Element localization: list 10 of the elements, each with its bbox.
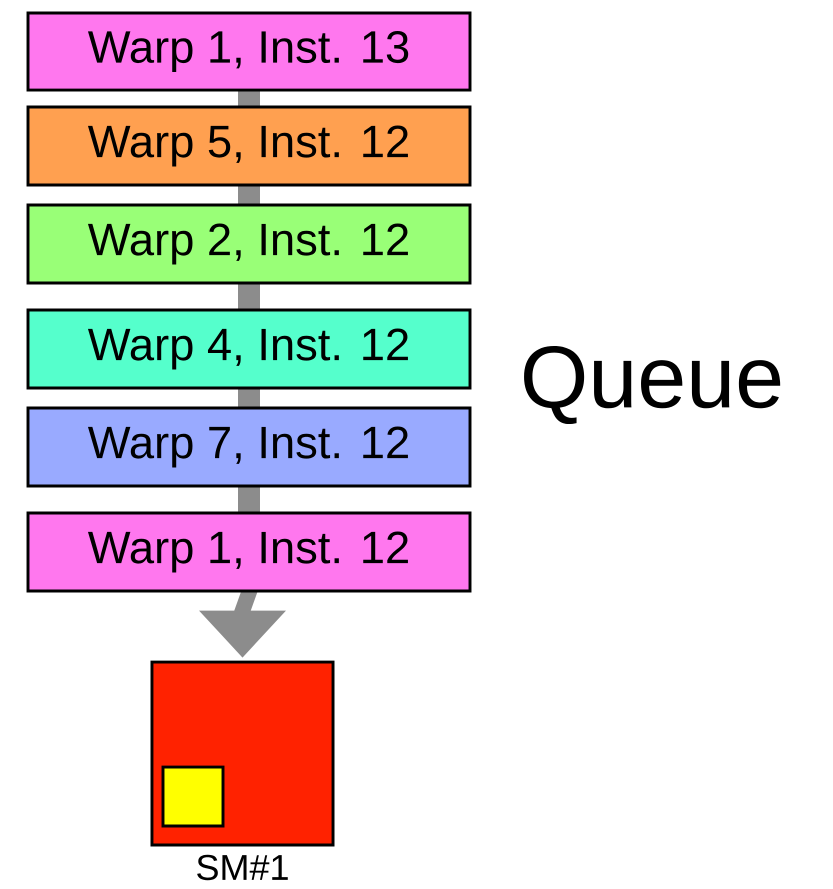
queue-entry-box: Warp 5, Inst. 12 [26, 106, 472, 186]
queue-entry-box: Warp 2, Inst. 12 [26, 204, 472, 284]
inner-square [162, 766, 224, 828]
queue-label: Queue [524, 346, 780, 424]
queue-entry-box: Warp 1, Inst. 12 [26, 512, 472, 592]
box-label: SM#1 [197, 854, 288, 880]
queue-entry-box: Warp 4, Inst. 12 [26, 308, 472, 390]
queue-entry-box: Warp 7, Inst. 12 [26, 406, 472, 488]
arrow [199, 592, 286, 658]
queue-entry-box: Warp 1, Inst. 13 [26, 12, 472, 92]
